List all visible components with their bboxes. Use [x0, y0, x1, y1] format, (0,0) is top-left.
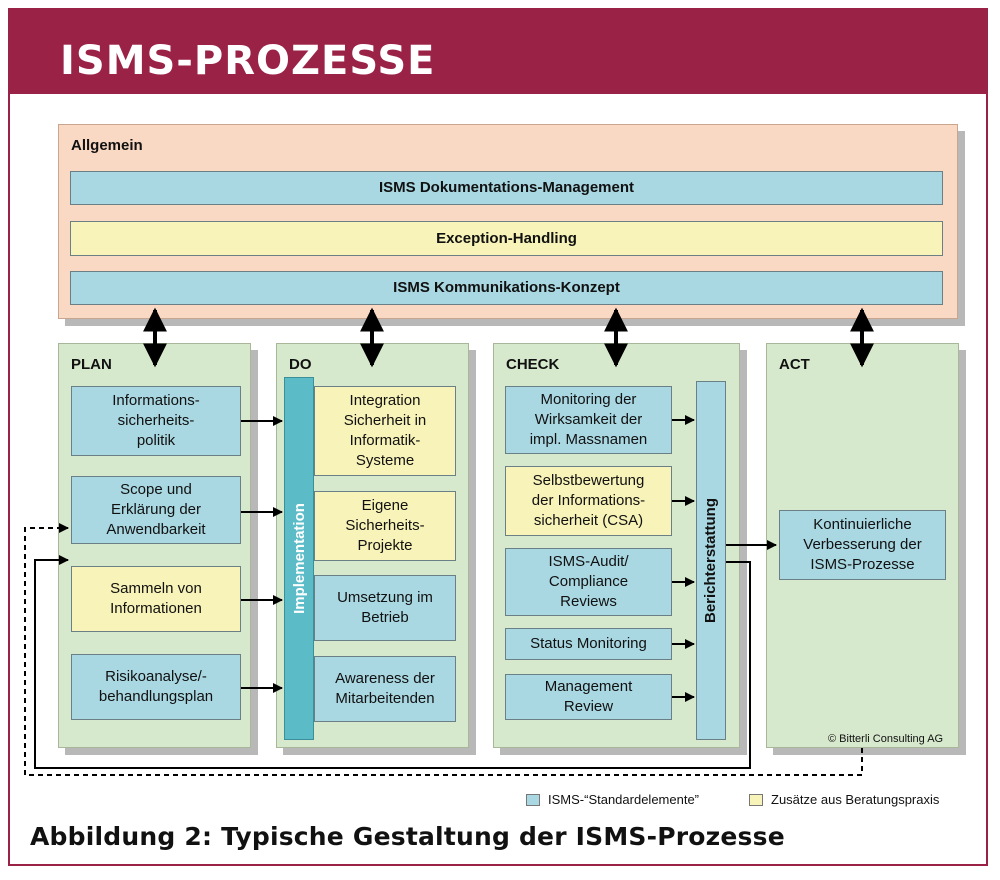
implementation-bar: Implementation: [284, 377, 314, 740]
legend-text-standard: ISMS-“Standardelemente”: [548, 792, 700, 807]
check-box-audit: ISMS-Audit/ Compliance Reviews: [505, 548, 672, 616]
berichterstattung-bar: Berichterstattung: [696, 381, 726, 740]
feedback-loop-solid: [34, 555, 751, 769]
legend-text-zusaetze: Zusätze aus Beratungspraxis: [771, 792, 940, 807]
check-box-monitoring: Monitoring der Wirksamkeit der impl. Mas…: [505, 386, 672, 454]
do-label: DO: [289, 356, 312, 373]
plan-box-sammeln: Sammeln von Informationen: [71, 566, 241, 632]
do-box-awareness: Awareness der Mitarbeitenden: [314, 656, 456, 722]
act-box-verbesserung: Kontinuierliche Verbesserung der ISMS-Pr…: [779, 510, 946, 580]
do-box-eigene-projekte: Eigene Sicherheits- Projekte: [314, 491, 456, 561]
page-title: ISMS-PROZESSE: [60, 38, 436, 84]
legend-swatch-zusaetze: [749, 794, 763, 806]
do-box-umsetzung: Umsetzung im Betrieb: [314, 575, 456, 641]
check-label: CHECK: [506, 356, 560, 373]
figure-caption: Abbildung 2: Typische Gestaltung der ISM…: [30, 822, 785, 851]
allgemein-label: Allgemein: [71, 137, 143, 154]
exception-handling-bar: Exception-Handling: [70, 221, 943, 256]
act-label: ACT: [779, 356, 810, 373]
header-bar: ISMS-PROZESSE: [10, 10, 986, 94]
legend-swatch-standard: [526, 794, 540, 806]
do-box-integration: Integration Sicherheit in Informatik- Sy…: [314, 386, 456, 476]
check-box-status-monitoring: Status Monitoring: [505, 628, 672, 660]
copyright-notice: © Bitterli Consulting AG: [828, 733, 944, 745]
plan-label: PLAN: [71, 356, 112, 373]
feedback-loop-dashed: [24, 523, 863, 776]
dokumentations-management-bar: ISMS Dokumentations-Management: [70, 171, 943, 205]
plan-box-scope: Scope und Erklärung der Anwendbarkeit: [71, 476, 241, 544]
check-box-selbstbewertung: Selbstbewertung der Informations- sicher…: [505, 466, 672, 536]
check-box-management-review: Management Review: [505, 674, 672, 720]
plan-box-risikoanalyse: Risikoanalyse/- behandlungsplan: [71, 654, 241, 720]
kommunikations-konzept-bar: ISMS Kommunikations-Konzept: [70, 271, 943, 305]
plan-box-sicherheitspolitik: Informations- sicherheits- politik: [71, 386, 241, 456]
